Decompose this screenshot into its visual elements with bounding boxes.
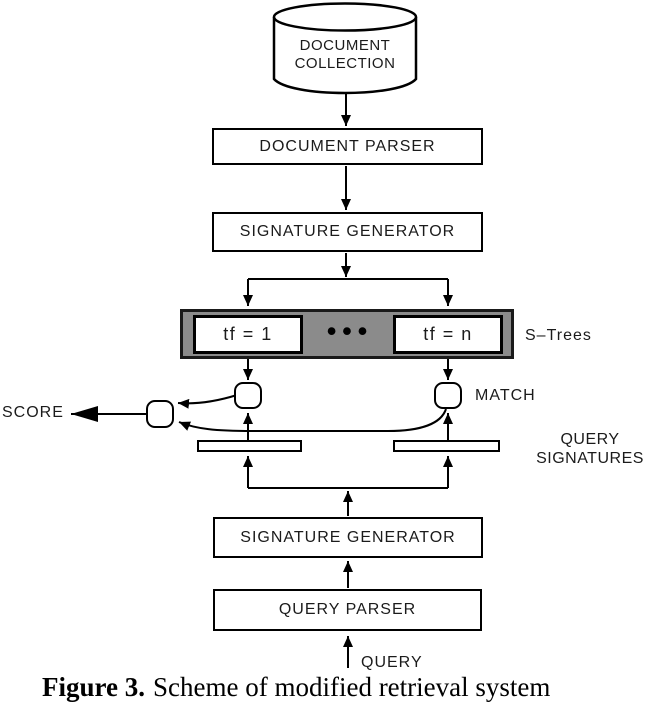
signature-generator-top-box: SIGNATURE GENERATOR [212,212,483,252]
query-signatures-line2: SIGNATURES [536,450,644,467]
query-parser-label: QUERY PARSER [278,601,417,618]
document-parser-box: DOCUMENT PARSER [212,128,483,165]
figure-caption-number: Figure 3. [42,672,145,702]
tf-1-label: tf = 1 [223,324,273,344]
document-parser-label: DOCUMENT PARSER [259,137,436,155]
curve-match-left-to-score-node [177,394,238,409]
signature-generator-bottom-box: SIGNATURE GENERATOR [213,517,483,558]
query-signature-bar-left [197,440,302,452]
score-label: SCORE [2,404,64,421]
document-collection-line2: COLLECTION [294,55,396,72]
figure-caption-text: Scheme of modified retrieval system [153,672,551,702]
curve-match-right-to-score-node [178,408,447,432]
query-signatures-line1: QUERY [560,431,620,448]
signature-generator-bottom-label: SIGNATURE GENERATOR [240,528,456,546]
match-node-left [234,382,262,409]
document-collection-cylinder [272,2,418,95]
document-collection-label: DOCUMENT COLLECTION [272,37,418,73]
tf-1-box: tf = 1 [193,315,303,354]
match-node-right [434,382,462,409]
ellipsis-dots-icon: ••• [326,316,374,346]
s-trees-container: tf = 1 ••• tf = n [180,309,514,359]
signature-generator-top-label: SIGNATURE GENERATOR [239,223,456,240]
s-trees-label: S–Trees [525,327,592,344]
tf-n-label: tf = n [423,324,473,344]
query-input-label: QUERY [361,654,423,671]
query-parser-box: QUERY PARSER [213,589,482,631]
score-accumulator-node [146,400,174,428]
match-label: MATCH [475,387,536,404]
query-signature-bar-right [393,440,500,452]
figure-caption: Figure 3. Scheme of modified retrieval sy… [42,672,642,703]
query-signatures-label: QUERY SIGNATURES [531,430,646,468]
document-collection-line1: DOCUMENT [299,37,391,54]
tf-n-box: tf = n [393,315,503,354]
